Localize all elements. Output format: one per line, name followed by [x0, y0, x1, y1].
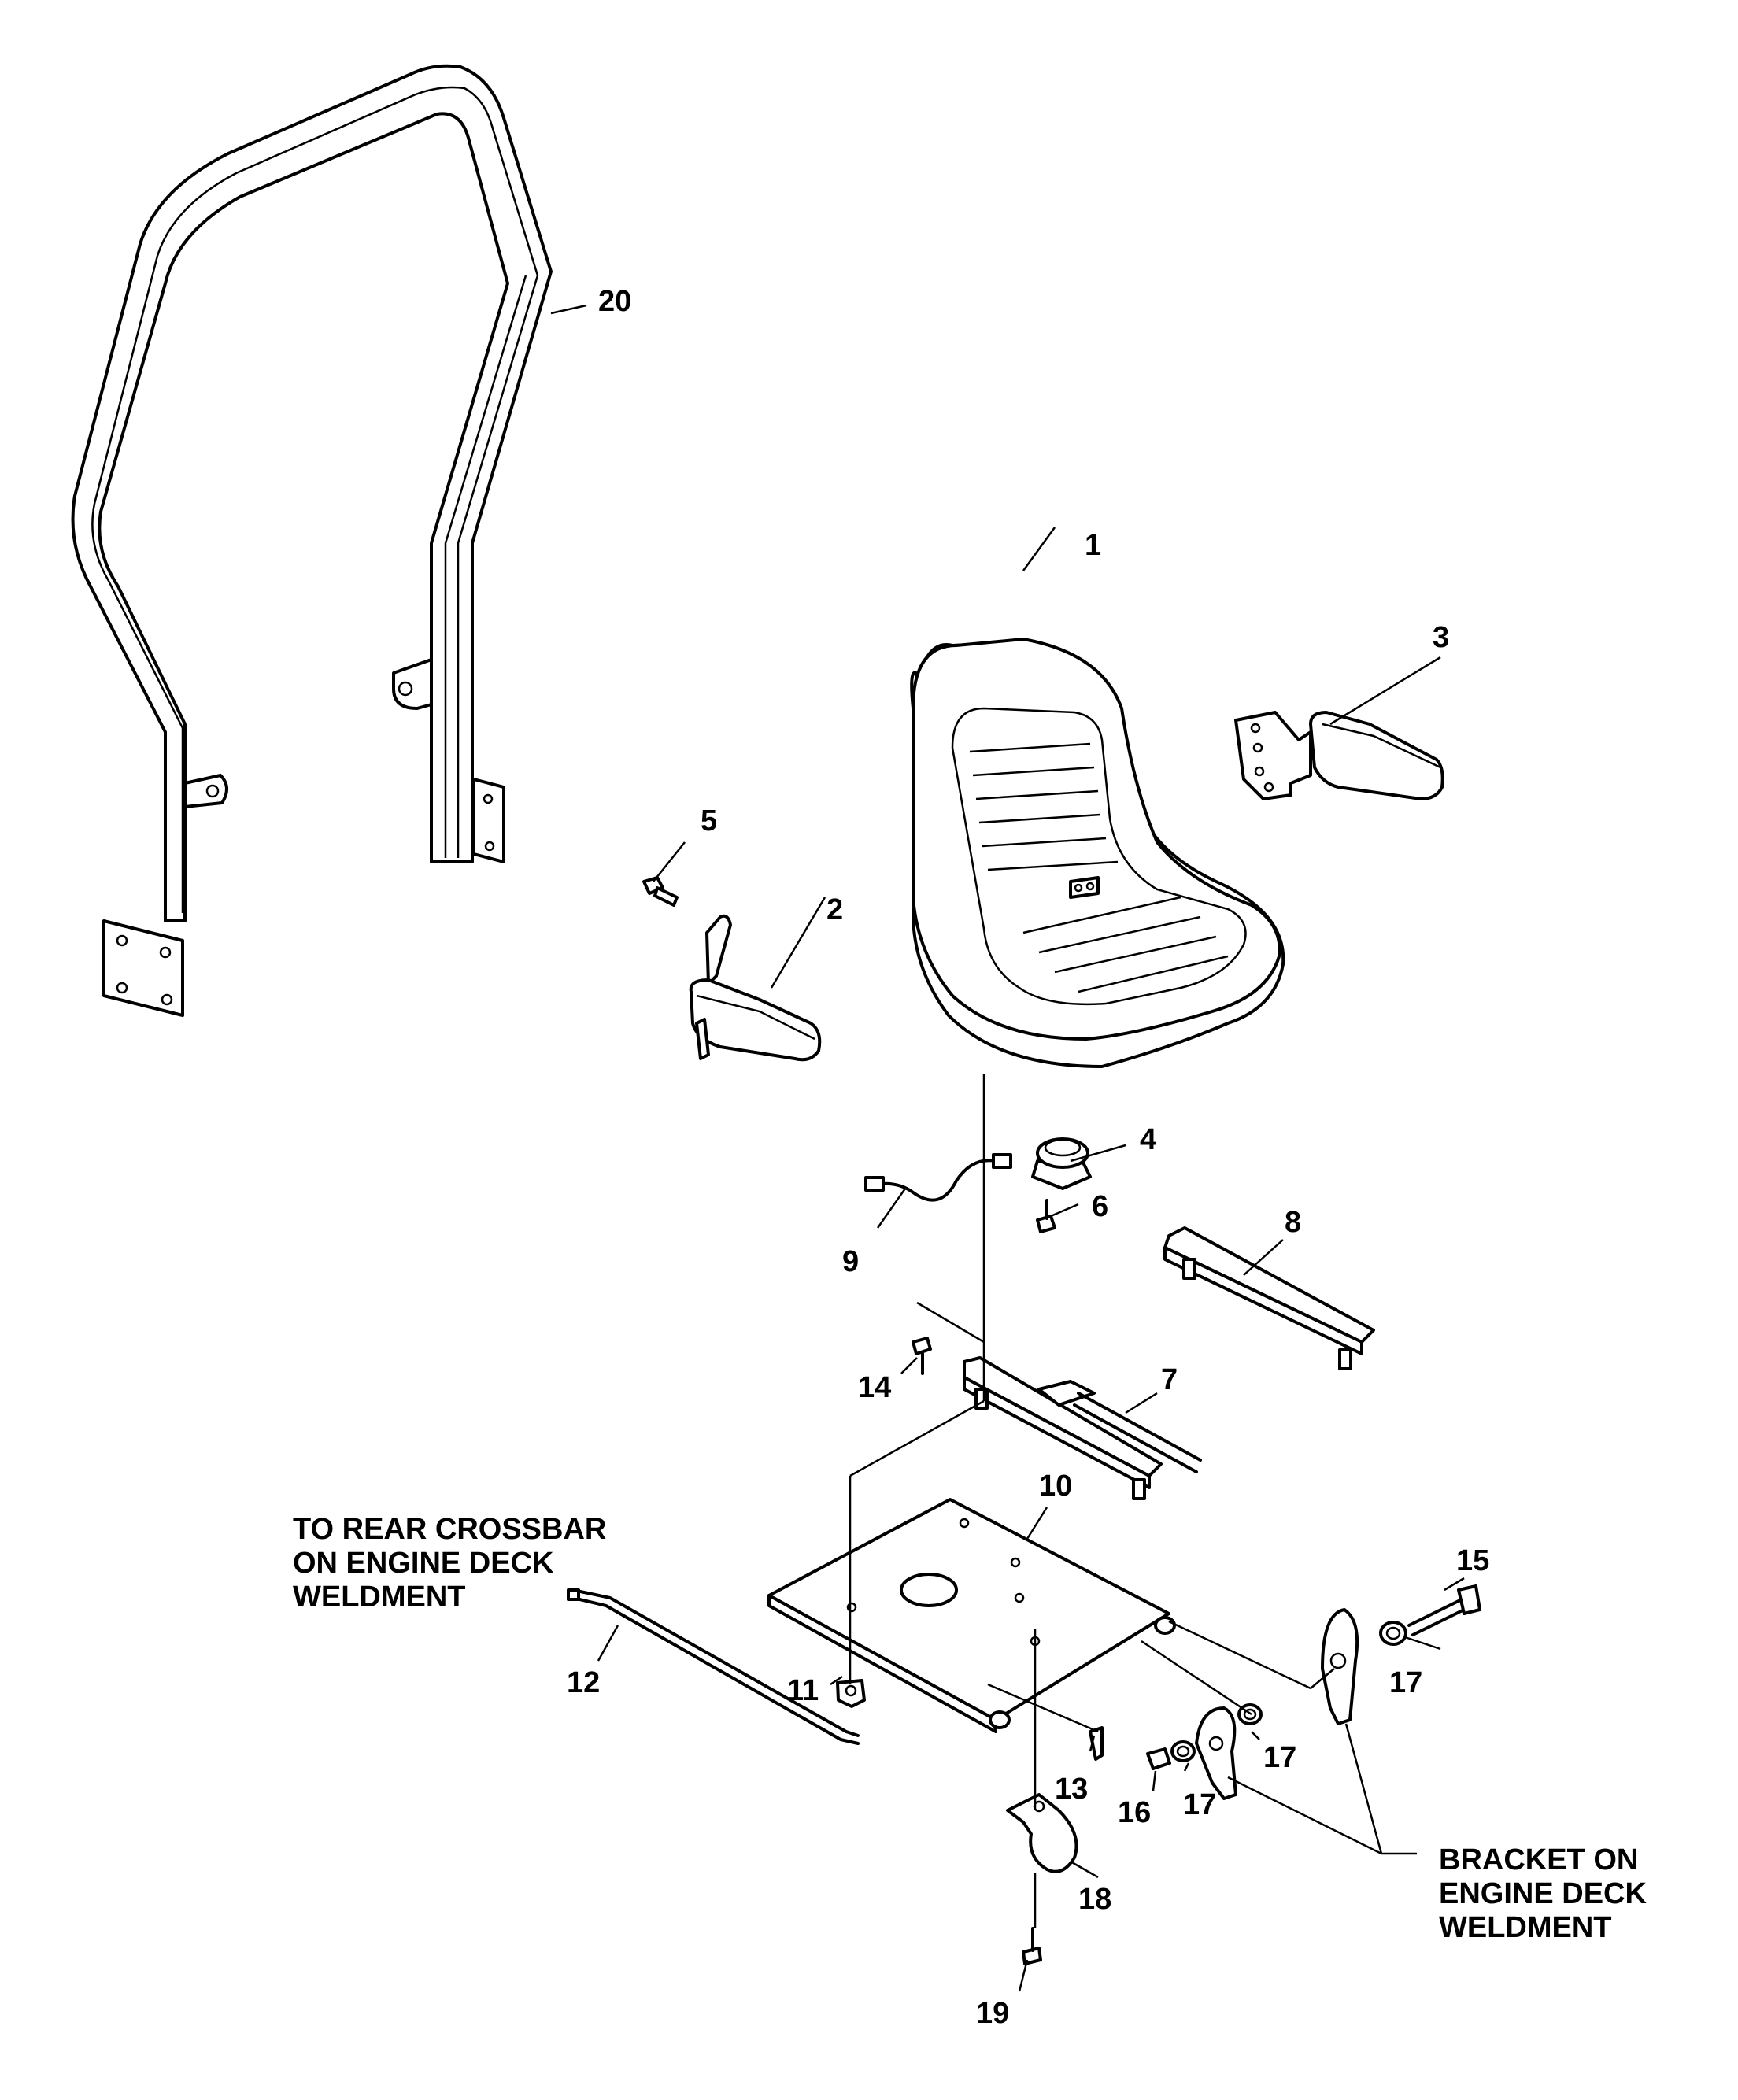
callout-1: 1 — [1085, 529, 1101, 562]
rod-part-12 — [567, 1588, 860, 1745]
callout-19: 19 — [976, 1997, 1009, 2030]
bracket-upper — [1321, 1608, 1359, 1725]
callout-4: 4 — [1140, 1123, 1156, 1156]
note-bracket-line-1: BRACKET ON — [1439, 1843, 1638, 1876]
callout-10: 10 — [1039, 1470, 1072, 1503]
spacer-part-17-upper — [1379, 1621, 1407, 1646]
armrest-part-3 — [1234, 711, 1444, 800]
armrest-part-2 — [689, 914, 822, 1062]
callout-11: 11 — [787, 1674, 819, 1707]
callout-5: 5 — [701, 804, 717, 837]
callout-15: 15 — [1456, 1544, 1489, 1577]
seat-rail-part-7 — [963, 1356, 1202, 1500]
nut-part-11 — [836, 1679, 866, 1708]
callouts: 1 2 3 4 5 6 7 8 9 10 11 12 13 14 15 16 1… — [567, 285, 1489, 2030]
callout-17-right: 17 — [1263, 1741, 1296, 1774]
callout-17-upper: 17 — [1389, 1666, 1422, 1699]
callout-7: 7 — [1161, 1363, 1178, 1396]
callout-2: 2 — [826, 893, 843, 926]
note-rear-crossbar-line-1: TO REAR CROSSBAR — [293, 1513, 606, 1546]
note-bracket-line-2: ENGINE DECK — [1439, 1877, 1647, 1910]
clamp-part-18 — [1006, 1793, 1078, 1873]
bolt-part-15 — [1407, 1584, 1481, 1636]
callout-16: 16 — [1118, 1796, 1151, 1829]
callout-3: 3 — [1433, 621, 1449, 654]
callout-12: 12 — [567, 1666, 600, 1699]
wire-harness-part-9 — [864, 1153, 1012, 1202]
bolt-part-14 — [912, 1337, 932, 1375]
screw-part-6 — [1036, 1199, 1056, 1233]
seat-rail-part-8 — [1163, 1226, 1375, 1370]
screw-part-19 — [1022, 1927, 1042, 1965]
leader-lines — [550, 304, 1465, 1992]
callout-8: 8 — [1285, 1206, 1301, 1239]
note-bracket-line-3: WELDMENT — [1439, 1911, 1612, 1944]
callout-6: 6 — [1092, 1190, 1108, 1223]
callout-18: 18 — [1078, 1883, 1111, 1916]
seat-switch-part-4 — [1031, 1137, 1092, 1190]
bolt-part-5 — [642, 876, 679, 907]
note-rear-crossbar-line-3: WELDMENT — [293, 1581, 466, 1614]
note-bracket: BRACKET ON ENGINE DECK WELDMENT — [1439, 1843, 1647, 1944]
spacer-part-17-left — [1170, 1740, 1196, 1762]
note-rear-crossbar-line-2: ON ENGINE DECK — [293, 1547, 554, 1580]
callout-13: 13 — [1055, 1773, 1088, 1806]
seat-part-1 — [910, 638, 1285, 1068]
callout-17-left: 17 — [1183, 1788, 1216, 1821]
callout-9: 9 — [842, 1245, 859, 1278]
callout-14: 14 — [858, 1371, 891, 1404]
roll-bar-part-20 — [71, 64, 553, 1017]
callout-20: 20 — [598, 285, 631, 318]
seat-plate-part-10 — [767, 1498, 1176, 1733]
bracket-lower — [1195, 1706, 1237, 1800]
nut-part-16 — [1146, 1747, 1171, 1770]
note-rear-crossbar: TO REAR CROSSBAR ON ENGINE DECK WELDMENT — [293, 1513, 606, 1614]
